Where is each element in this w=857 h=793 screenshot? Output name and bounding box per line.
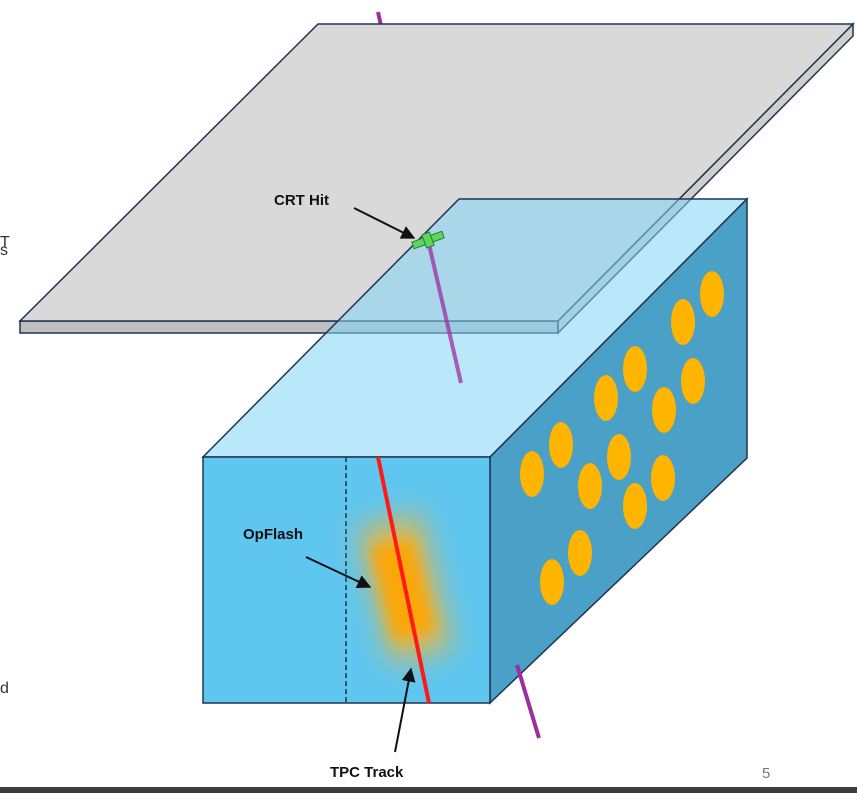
pmt — [540, 559, 564, 605]
pmt — [700, 271, 724, 317]
muon-track-through-top — [426, 239, 463, 384]
cut-text: T — [0, 234, 10, 251]
bottom-bar — [0, 787, 857, 793]
pmt — [594, 375, 618, 421]
pmt — [520, 451, 544, 497]
tpc-track-line — [376, 456, 431, 704]
tpc-track-arrow — [394, 667, 416, 753]
pmt — [607, 434, 631, 480]
page-number: 5 — [762, 765, 770, 782]
crt-hit-label: CRT Hit — [274, 192, 329, 209]
pmt — [652, 387, 676, 433]
pmt — [651, 455, 675, 501]
tpc-track-label: TPC Track — [330, 764, 404, 781]
cut-text: s — [0, 242, 8, 259]
muon-track-lower — [515, 664, 541, 739]
pmt-array — [520, 271, 724, 605]
crt-hit-arrow — [353, 207, 416, 239]
opflash-label: OpFlash — [243, 526, 303, 543]
opflash-arrow — [305, 556, 372, 588]
pmt — [549, 422, 573, 468]
cut-text: d — [0, 680, 9, 697]
pmt — [671, 299, 695, 345]
pmt — [623, 346, 647, 392]
pmt — [681, 358, 705, 404]
pmt — [578, 463, 602, 509]
pmt — [568, 530, 592, 576]
pmt — [623, 483, 647, 529]
green-cross-icon — [411, 230, 445, 250]
